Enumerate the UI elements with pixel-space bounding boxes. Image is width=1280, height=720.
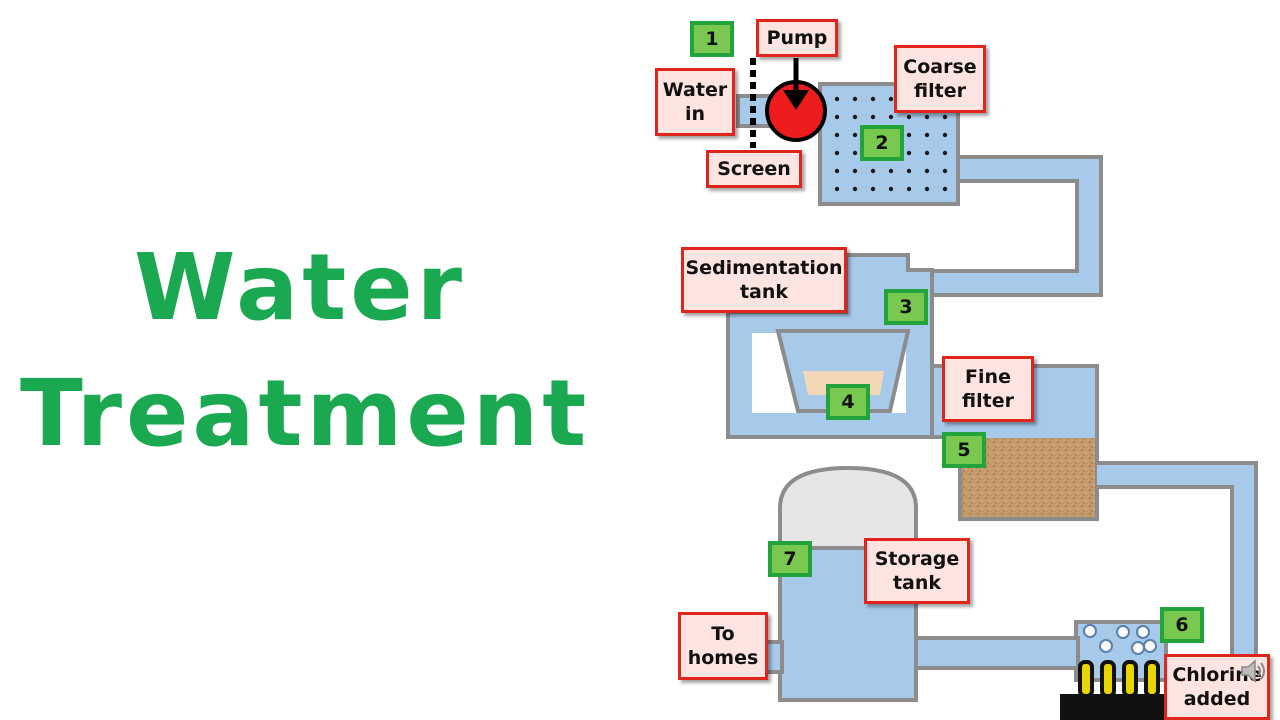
label-screen: Screen (706, 150, 802, 188)
step-7: 7 (768, 541, 812, 577)
arrow-down-icon (783, 58, 809, 110)
step-4: 4 (826, 384, 870, 420)
step-5: 5 (942, 432, 986, 468)
step-6: 6 (1160, 607, 1204, 643)
storage-dome (778, 465, 918, 550)
label-sedimentation-tank: Sedimentation tank (681, 247, 847, 313)
label-coarse-filter: Coarse filter (894, 45, 986, 113)
label-water-in: Water in (655, 68, 735, 136)
page-title: Water Treatment (20, 225, 591, 477)
label-storage-tank: Storage tank (864, 538, 970, 604)
title-line-2: Treatment (20, 360, 591, 467)
chlorine-bubbles (1083, 624, 1157, 655)
chlorine-injectors (1078, 660, 1160, 698)
speaker-icon[interactable] (1238, 656, 1268, 686)
label-fine-filter: Fine filter (942, 356, 1034, 422)
title-line-1: Water (133, 234, 467, 341)
label-pump: Pump (756, 19, 838, 57)
chlorine-feeder (1060, 694, 1170, 720)
step-3: 3 (884, 289, 928, 325)
pipe-chlorine-to-storage (908, 636, 1080, 670)
step-1: 1 (690, 21, 734, 57)
step-2: 2 (860, 125, 904, 161)
label-to-homes: To homes (678, 612, 768, 680)
